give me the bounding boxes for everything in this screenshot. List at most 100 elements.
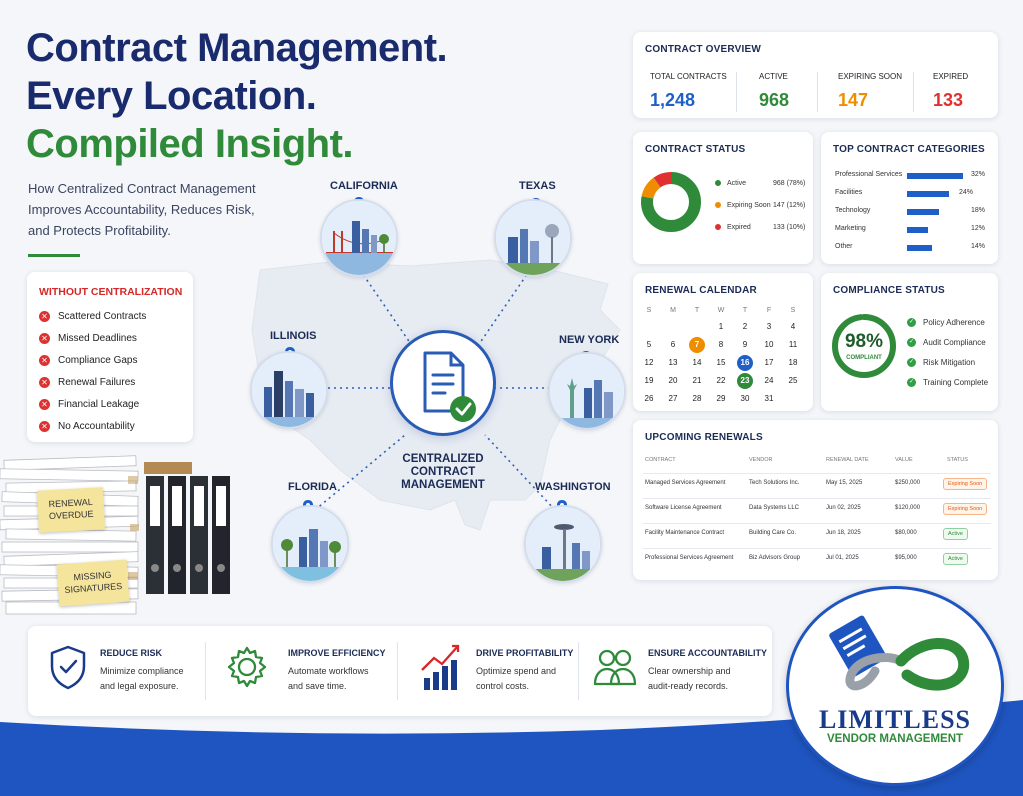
logo-name: LIMITLESS bbox=[818, 705, 972, 734]
calendar-day[interactable]: 13 bbox=[668, 358, 678, 367]
table-cell: Building Care Co. bbox=[749, 530, 797, 536]
calendar-weekday: W bbox=[717, 307, 725, 314]
column-header-renewal-date: RENEWAL DATE bbox=[826, 457, 869, 463]
headline-underline bbox=[28, 254, 80, 257]
calendar-day[interactable]: 15 bbox=[716, 358, 726, 367]
calendar-day[interactable]: 28 bbox=[692, 394, 702, 403]
city-circle-texas bbox=[494, 199, 572, 277]
overview-active-label: ACTIVE bbox=[759, 72, 788, 81]
calendar-day[interactable]: 19 bbox=[644, 376, 654, 385]
benefit-title-ensure-accountability: ENSURE ACCOUNTABILITY bbox=[648, 648, 767, 658]
status-donut-chart bbox=[641, 172, 701, 232]
calendar-day[interactable]: 10 bbox=[764, 340, 774, 349]
calendar-day[interactable]: 27 bbox=[668, 394, 678, 403]
calendar-day[interactable]: 11 bbox=[788, 340, 798, 349]
contract-status-card: CONTRACT STATUS Active 968 (78%) Expirin… bbox=[633, 132, 813, 264]
calendar-day[interactable]: 23 bbox=[737, 373, 753, 389]
divider bbox=[397, 642, 398, 700]
without-centralization-card: WITHOUT CENTRALIZATION ✕Scattered Contra… bbox=[27, 272, 193, 442]
subtitle-line-1: How Centralized Contract Management bbox=[28, 181, 256, 196]
calendar-day[interactable]: 26 bbox=[644, 394, 654, 403]
calendar-day[interactable]: 3 bbox=[766, 322, 772, 331]
calendar-day[interactable]: 25 bbox=[788, 376, 798, 385]
calendar-day[interactable]: 9 bbox=[742, 340, 748, 349]
divider bbox=[736, 72, 737, 112]
calendar-day[interactable]: 21 bbox=[692, 376, 702, 385]
subtitle-line-2: Improves Accountability, Reduces Risk, bbox=[28, 202, 255, 217]
benefit-title-drive-profitability: DRIVE PROFITABILITY bbox=[476, 648, 574, 658]
status-badge: Expiring Soon bbox=[943, 503, 988, 515]
row-divider bbox=[643, 473, 991, 474]
without-item: ✕Renewal Failures bbox=[39, 377, 135, 388]
benefit-title-improve-efficiency: IMPROVE EFFICIENCY bbox=[288, 648, 386, 658]
table-cell: $95,000 bbox=[895, 555, 917, 561]
calendar-day[interactable]: 8 bbox=[718, 340, 724, 349]
upcoming-renewals-title: UPCOMING RENEWALS bbox=[645, 432, 763, 443]
table-cell: Biz Advisors Group bbox=[749, 555, 801, 561]
check-icon: ✓ bbox=[907, 378, 916, 388]
table-cell: May 15, 2025 bbox=[826, 480, 863, 486]
x-icon: ✕ bbox=[39, 333, 50, 344]
calendar-day[interactable]: 29 bbox=[716, 394, 726, 403]
calendar-day[interactable]: 4 bbox=[790, 322, 796, 331]
category-label: Marketing bbox=[835, 225, 866, 232]
table-cell: $80,000 bbox=[895, 530, 917, 536]
category-percent: 24% bbox=[959, 189, 974, 196]
table-cell: Software License Agreement bbox=[645, 505, 722, 511]
headline-line-3: Compiled Insight. bbox=[26, 122, 354, 166]
city-label-florida: FLORIDA bbox=[288, 481, 337, 493]
category-bar bbox=[907, 191, 949, 197]
overview-expired-value: 133 bbox=[933, 90, 964, 110]
calendar-day[interactable]: 31 bbox=[764, 394, 774, 403]
calendar-day[interactable]: 12 bbox=[644, 358, 654, 367]
category-label: Facilities bbox=[835, 189, 863, 196]
table-cell: Jun 02, 2025 bbox=[826, 505, 861, 511]
overview-expiring-label: EXPIRING SOON bbox=[838, 72, 903, 81]
calendar-day[interactable]: 20 bbox=[668, 376, 678, 385]
calendar-day[interactable]: 5 bbox=[646, 340, 652, 349]
city-circle-washington bbox=[524, 505, 602, 583]
column-header-status: STATUS bbox=[947, 457, 968, 463]
divider bbox=[205, 642, 206, 700]
calendar-day[interactable]: 7 bbox=[689, 337, 705, 353]
compliance-item: ✓Training Complete bbox=[907, 378, 989, 388]
city-circle-california bbox=[320, 199, 398, 277]
calendar-day[interactable]: 6 bbox=[670, 340, 676, 349]
status-badge: Active bbox=[943, 528, 968, 540]
calendar-day[interactable]: 1 bbox=[718, 322, 724, 331]
calendar-day[interactable]: 17 bbox=[764, 358, 774, 367]
divider bbox=[817, 72, 818, 112]
overview-expired-label: EXPIRED bbox=[933, 72, 969, 81]
bottom-wave bbox=[0, 700, 1023, 796]
table-cell: $120,000 bbox=[895, 505, 921, 511]
calendar-day[interactable]: 24 bbox=[764, 376, 774, 385]
calendar-day[interactable]: 14 bbox=[692, 358, 702, 367]
compliance-status-title: COMPLIANCE STATUS bbox=[833, 285, 945, 296]
compliance-item: ✓Risk Mitigation bbox=[907, 358, 976, 368]
status-badge: Active bbox=[943, 553, 968, 565]
status-legend-active: Active bbox=[715, 180, 746, 187]
calendar-weekday: S bbox=[646, 307, 652, 314]
calendar-day[interactable]: 18 bbox=[788, 358, 798, 367]
calendar-day[interactable]: 22 bbox=[716, 376, 726, 385]
column-header-vendor: VENDOR bbox=[749, 457, 773, 463]
column-header-value: VALUE bbox=[895, 457, 913, 463]
check-icon: ✓ bbox=[907, 318, 916, 328]
overview-expiring: EXPIRING SOON 147 bbox=[838, 72, 938, 111]
compliance-status-card: COMPLIANCE STATUS 98% COMPLIANT ✓Policy … bbox=[821, 273, 998, 411]
x-icon: ✕ bbox=[39, 355, 50, 366]
top-categories-card: TOP CONTRACT CATEGORIES Professional Ser… bbox=[821, 132, 998, 264]
category-bar bbox=[907, 227, 928, 233]
without-item: ✕Compliance Gaps bbox=[39, 355, 137, 366]
calendar-day[interactable]: 2 bbox=[742, 322, 748, 331]
calendar-day[interactable]: 16 bbox=[737, 355, 753, 371]
calendar-day[interactable]: 30 bbox=[740, 394, 750, 403]
people-icon bbox=[593, 649, 637, 686]
category-label: Technology bbox=[835, 207, 871, 214]
status-badge: Expiring Soon bbox=[943, 478, 988, 490]
overview-total-label: TOTAL CONTRACTS bbox=[650, 72, 727, 81]
x-icon: ✕ bbox=[39, 421, 50, 432]
